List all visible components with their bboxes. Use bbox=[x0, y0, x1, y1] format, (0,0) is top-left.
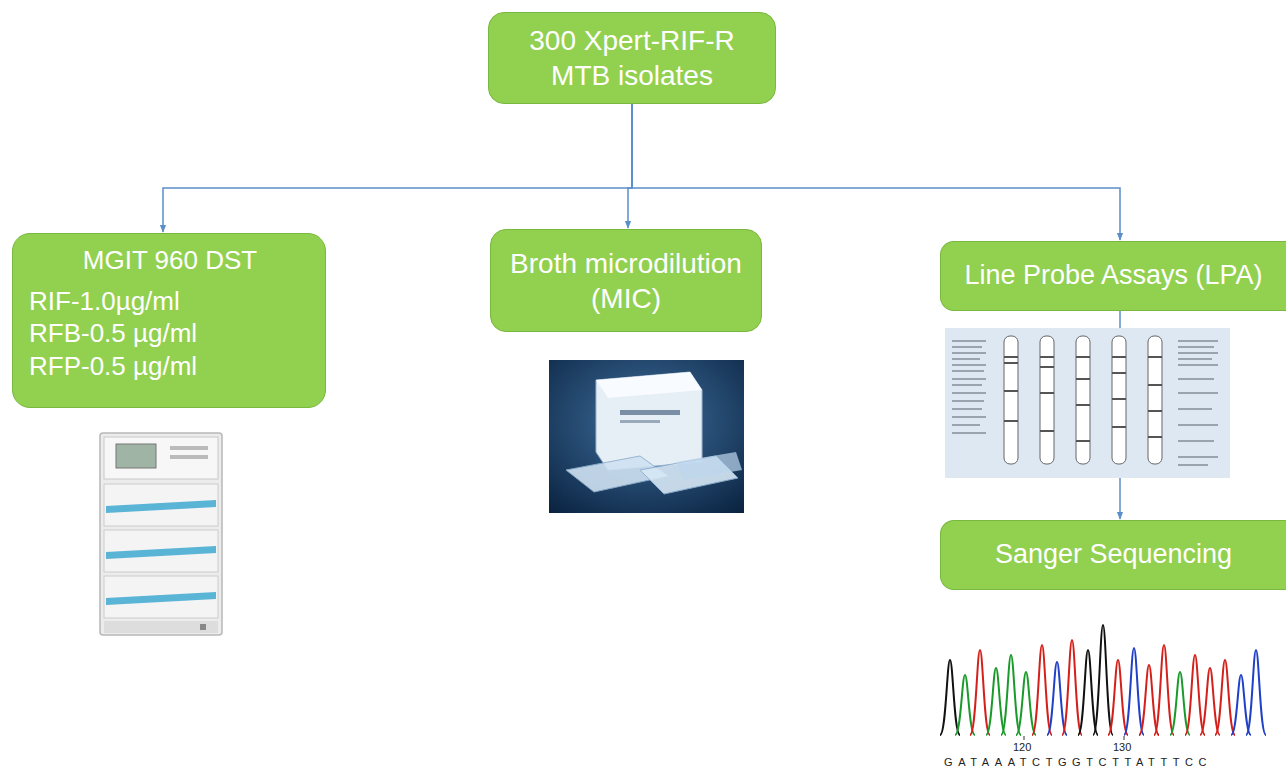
microdilution-photo bbox=[549, 360, 744, 513]
box-title: Broth microdilution (MIC) bbox=[501, 246, 751, 316]
axis-position: 120 bbox=[1013, 741, 1031, 753]
method-box: Sanger Sequencing bbox=[940, 520, 1286, 590]
concentration-line: RIF-1.0µg/ml bbox=[29, 285, 311, 318]
concentration-line: RFB-0.5 µg/ml bbox=[29, 317, 311, 350]
method-box: Broth microdilution (MIC) bbox=[490, 229, 762, 332]
method-box: MGIT 960 DST RIF-1.0µg/mlRFB-0.5 µg/mlRFP… bbox=[12, 233, 326, 408]
base-sequence: GATAAATCTGGTCTTATTTCC bbox=[944, 756, 1212, 768]
flow-arrow bbox=[163, 104, 632, 232]
axis-position: 130 bbox=[1113, 741, 1131, 753]
box-title: 300 Xpert-RIF-R MTB isolates bbox=[499, 23, 765, 93]
flow-arrow bbox=[632, 104, 1120, 240]
lpa-strip-image bbox=[945, 328, 1230, 478]
box-title: Sanger Sequencing bbox=[951, 538, 1276, 572]
chromatogram bbox=[940, 625, 1266, 740]
concentration-line: RFP-0.5 µg/ml bbox=[29, 350, 311, 383]
box-title: Line Probe Assays (LPA) bbox=[951, 259, 1276, 293]
method-box: Line Probe Assays (LPA) bbox=[940, 241, 1286, 311]
source-box: 300 Xpert-RIF-R MTB isolates bbox=[488, 12, 776, 104]
mgit-instrument bbox=[100, 433, 222, 635]
box-title: MGIT 960 DST bbox=[29, 244, 311, 277]
